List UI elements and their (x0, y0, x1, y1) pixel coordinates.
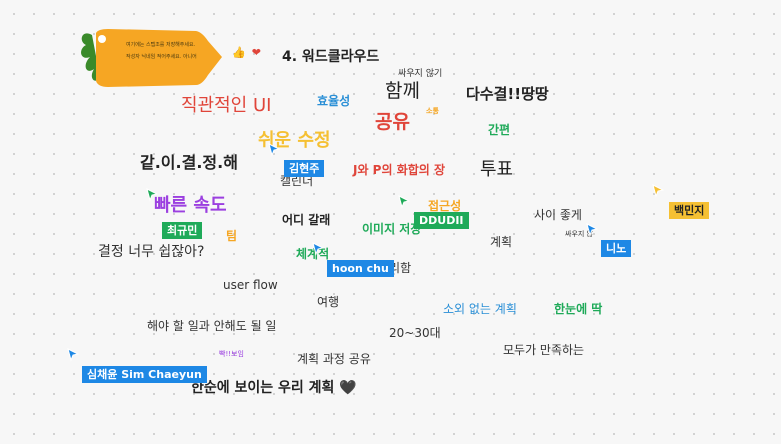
cursor-pointer-icon (67, 348, 79, 362)
word-item[interactable]: 한눈에 딱 (554, 302, 603, 316)
sticker-line-2: 작성자 닉네임 적어주세요. 아니어 (126, 54, 197, 60)
word-item[interactable]: 같.이.결.정.해 (140, 153, 238, 172)
word-item[interactable]: 쉬운 수정 (258, 130, 331, 151)
word-item[interactable]: 이미지 저장 (362, 222, 422, 236)
word-item[interactable]: 해야 할 일과 안해도 될 일 (147, 319, 277, 333)
word-item[interactable]: 여행 (317, 295, 340, 309)
word-item[interactable]: 소통 (426, 107, 439, 115)
cursor-pointer-icon (586, 223, 598, 237)
word-item[interactable]: user flow (223, 278, 278, 292)
collaborator-tag: 니노 (601, 240, 632, 257)
word-item[interactable]: 싸우지 않기 (398, 69, 443, 79)
collaborator-tag: hoon chu (327, 260, 394, 277)
word-item[interactable]: 계획 (490, 235, 513, 249)
word-item[interactable]: 결정 너무 쉽잖아? (98, 244, 205, 260)
reaction-toolbar: 👍 ❤ (232, 47, 261, 58)
collaborator-tag: 백민지 (669, 202, 710, 219)
cursor-pointer-icon (146, 188, 158, 202)
cursor-pointer-icon (268, 143, 280, 157)
word-item[interactable]: J와 P의 화합의 장 (353, 163, 446, 177)
word-item[interactable]: 사이 좋게 (534, 208, 582, 222)
sticker-line-1: 여기에는 스텝조를 저장해주세요. (126, 42, 196, 48)
heart-icon[interactable]: ❤ (251, 46, 261, 59)
word-item[interactable]: 투표 (480, 159, 514, 180)
word-item[interactable]: 공유 (375, 111, 410, 133)
word-item[interactable]: 20~30대 (389, 326, 441, 340)
word-item[interactable]: 빠른 속도 (154, 195, 227, 216)
cursor-pointer-icon (312, 242, 324, 256)
word-item[interactable]: 계획 과정 공유 (297, 352, 371, 366)
word-item[interactable]: 함께 (385, 80, 420, 102)
word-item[interactable]: 다수결!!땅땅 (466, 85, 549, 103)
word-item[interactable]: 모두가 만족하는 (503, 343, 585, 357)
carrot-shape-icon (81, 29, 222, 87)
collaborator-tag: 최규민 (162, 222, 203, 239)
word-item[interactable]: 간편 (488, 123, 511, 137)
word-item[interactable]: 효율성 (317, 94, 351, 108)
word-item[interactable]: 접근성 (428, 199, 462, 213)
word-item[interactable]: 어디 갈래 (282, 213, 331, 227)
word-item[interactable]: 소외 없는 계획 (443, 302, 517, 316)
cursor-pointer-icon (652, 184, 664, 198)
cursor-pointer-icon (398, 195, 410, 209)
collaborator-tag: 김현주 (284, 160, 325, 177)
carrot-sticker[interactable]: 여기에는 스텝조를 저장해주세요. 작성자 닉네임 적어주세요. 아니어 (78, 27, 224, 89)
word-item[interactable]: 팀 (226, 229, 238, 243)
collaborator-tag: 심채윤 Sim Chaeyun (82, 366, 207, 383)
word-item[interactable]: 싸우지 않 (565, 230, 593, 238)
word-item[interactable]: 빡!!보임 (219, 350, 244, 358)
word-item[interactable]: 직관적인 UI (181, 95, 272, 116)
section-title: 4. 워드클라우드 (282, 49, 380, 65)
collaborator-tag: DDUDII (414, 212, 469, 229)
thumbs-up-icon[interactable]: 👍 (232, 46, 246, 59)
word-item[interactable]: 체계적 (296, 247, 330, 261)
word-item[interactable]: 한순에 보이는 우리 계획 🖤 (191, 380, 357, 396)
word-item[interactable]: 캘린더 (280, 174, 314, 188)
